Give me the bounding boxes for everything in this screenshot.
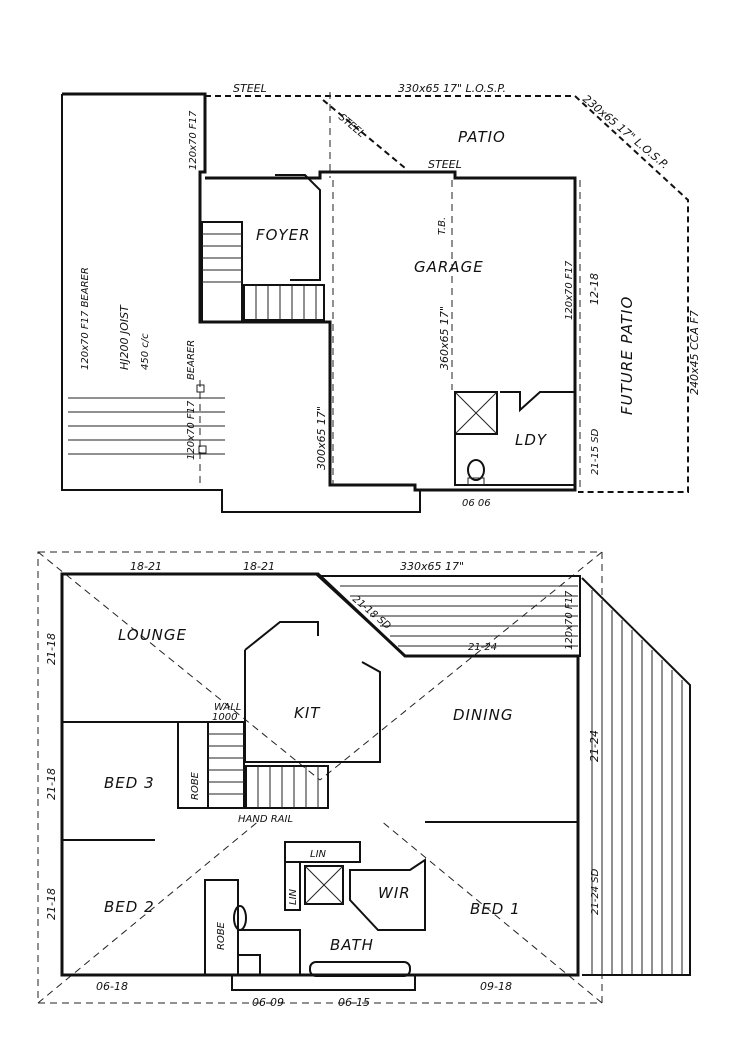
steel-top-label: STEEL xyxy=(233,82,267,95)
kit-wall-top xyxy=(244,621,319,651)
laundry-area xyxy=(454,391,575,486)
bed2-room-label: BED 2 xyxy=(104,898,155,916)
f17-left-label: 120x70 F17 xyxy=(188,110,199,170)
lower-floor-plan: 18-21 18-21 330x65 17" 21-18 SD 21-24 12… xyxy=(37,551,691,1009)
dim-bottom-c: 06-15 xyxy=(338,996,370,1009)
bed3-room-label: BED 3 xyxy=(104,774,155,792)
lvl-top-label: 330x65 17" L.O.S.P. xyxy=(398,82,506,95)
upper-left-wall xyxy=(61,94,421,513)
shower-box xyxy=(304,865,344,905)
f17-right-label: 120x70 F17 xyxy=(564,260,575,320)
tb-label: T.B. xyxy=(437,217,448,235)
patio-room-label: PATIO xyxy=(458,128,506,146)
steel-diag-label: STEEL xyxy=(336,112,367,140)
dim-right-a: 21-24 xyxy=(588,730,601,762)
bathtub-icon xyxy=(309,961,411,977)
dim-top-b: 18-21 xyxy=(243,560,275,573)
foyer-stairs xyxy=(201,174,325,323)
dim-bottom-b: 06-09 xyxy=(252,996,284,1009)
joist-lines xyxy=(68,380,225,485)
dim-left-a: 21-18 xyxy=(45,633,58,665)
dim-bottom-d: 09-18 xyxy=(480,980,512,993)
future-patio-room-label: FUTURE PATIO xyxy=(618,296,636,415)
roof-hip-b xyxy=(319,551,603,781)
garage-beam-label: 360x65 17" xyxy=(438,306,451,370)
door-dim-label: 06 06 xyxy=(462,498,491,509)
wall-note-a: WALL xyxy=(214,702,241,713)
lounge-room-label: LOUNGE xyxy=(118,626,187,644)
garage-room-label: GARAGE xyxy=(414,258,484,276)
lin-top-label: LIN xyxy=(310,849,327,860)
wall-note-b: 1000 xyxy=(212,712,237,723)
kit-room-label: KIT xyxy=(294,704,321,722)
dim-bottom-a: 06-18 xyxy=(96,980,128,993)
deck-hatch xyxy=(315,575,691,976)
steel-diagonal-beam xyxy=(322,99,406,169)
foyer-room-label: FOYER xyxy=(256,226,311,244)
robe-a-label: ROBE xyxy=(190,771,201,800)
upper-floor-plan: STEEL 330x65 17" L.O.S.P. 230x65 17" L.O… xyxy=(61,82,701,513)
robe-b-label: ROBE xyxy=(216,921,227,950)
ldy-room-label: LDY xyxy=(515,431,548,449)
toilet-icon xyxy=(467,459,485,481)
dim-left-c: 21-18 xyxy=(45,888,58,920)
wir-room-label: WIR xyxy=(378,884,411,902)
dining-room-label: DINING xyxy=(453,706,513,724)
linen-top xyxy=(284,841,361,863)
stairs xyxy=(207,721,329,809)
joist-label: HJ200 JOIST xyxy=(118,304,131,370)
dim-top-a: 18-21 xyxy=(130,560,162,573)
steel-mid-label: STEEL xyxy=(428,158,462,171)
basin-icon xyxy=(233,905,247,931)
bath-room-label: BATH xyxy=(330,936,374,954)
ldy-dim-label: 21-15 SD xyxy=(590,428,601,475)
f17-bearer-lower-label: 120x70 F17 xyxy=(186,400,197,460)
dim-deck-mid: 21-24 xyxy=(468,642,497,653)
dim-deck-f17: 120x70 F17 xyxy=(564,590,575,650)
roof-hip-a xyxy=(37,551,321,781)
lvl-angled-label: 230x65 17" L.O.S.P. xyxy=(580,92,671,171)
hand-rail-label: HAND RAIL xyxy=(238,814,293,825)
dim-top-beam: 330x65 17" xyxy=(400,560,464,573)
bed1-room-label: BED 1 xyxy=(470,900,521,918)
bearer-label: BEARER xyxy=(186,340,197,380)
joist-spacing-label: 450 c/c xyxy=(140,333,151,370)
dim-right-b: 21-24 SD xyxy=(590,868,601,915)
toilet-lower-icon xyxy=(237,954,261,976)
lin-side-label: LIN xyxy=(288,888,299,905)
upper-outer-wall xyxy=(62,92,577,492)
future-beam-label: 240x45 CCA F7 xyxy=(688,310,701,395)
dim-left-b: 21-18 xyxy=(45,768,58,800)
lvl-dim-label: 12-18 xyxy=(588,273,601,305)
bath-wall xyxy=(238,929,301,975)
bath-bump-wall xyxy=(231,975,416,991)
wir-walls xyxy=(349,858,426,931)
f17-joist-label: 120x70 F17 BEARER xyxy=(80,267,91,370)
beam-300-label: 300x65 17" xyxy=(315,406,328,470)
patio-perimeter-beam xyxy=(205,95,689,493)
linen-side xyxy=(284,861,301,911)
